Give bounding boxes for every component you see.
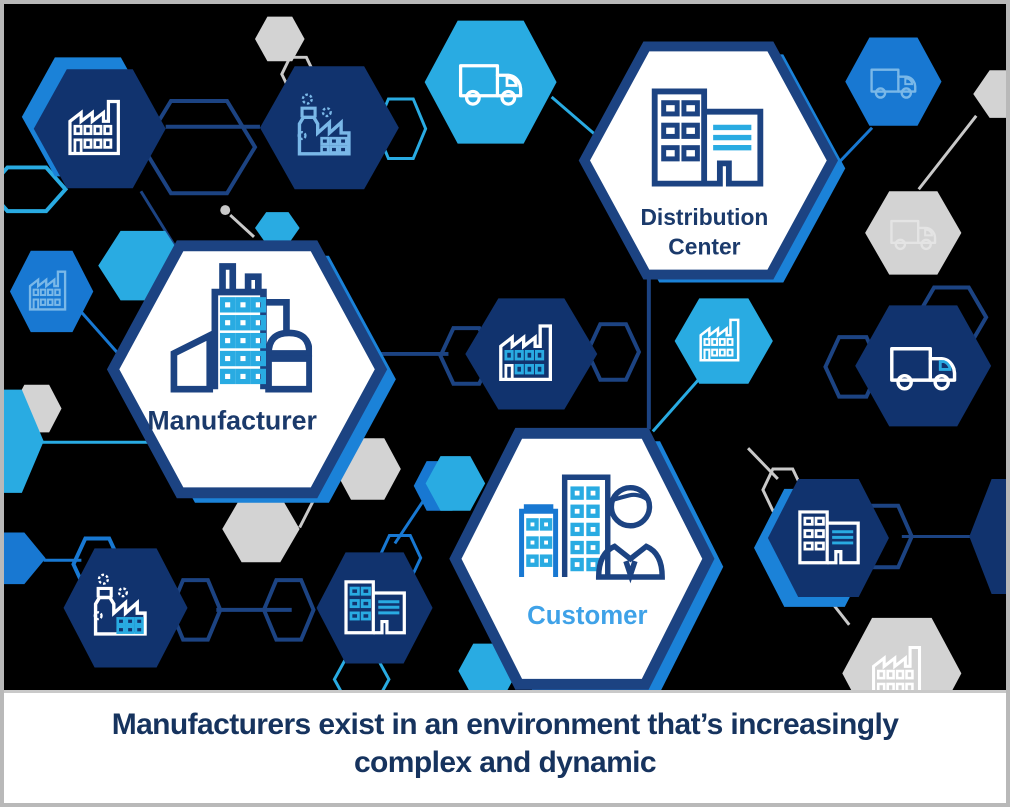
outline-hexagon: [823, 335, 883, 399]
hex-azure-edge: [4, 389, 44, 493]
hex-distribution-center-label: Center: [668, 234, 740, 260]
hex-truck-blue: [845, 37, 942, 126]
outline-hexagon: [438, 326, 495, 386]
caption-line-1: Manufacturers exist in an environment th…: [111, 708, 899, 741]
caption-line-2: complex and dynamic: [353, 746, 657, 779]
outline-hexagon: [4, 165, 69, 214]
hex-gray-small-top: [254, 16, 305, 62]
hex-gray-topright: [973, 70, 1006, 118]
outline-hexagon: [140, 98, 258, 196]
hex-blue-edge: [4, 532, 46, 585]
hex-gray-mid-1: [222, 495, 300, 563]
caption: Manufacturers exist in an environment th…: [4, 690, 1006, 803]
connector-line: [746, 447, 779, 480]
hex-azure-behind-cust: [425, 456, 486, 511]
hex-manufacturer-label: Manufacturer: [147, 405, 317, 435]
hex-truck-azure: [424, 20, 557, 144]
hex-truck-navy: [855, 305, 992, 427]
connector-line: [651, 378, 700, 433]
hex-truck-gray: [865, 191, 962, 275]
hex-distribution-center-label: Distribution: [640, 204, 768, 230]
connector-line: [139, 190, 176, 247]
connector-line: [229, 213, 256, 238]
outline-hexagon: [261, 578, 316, 642]
hex-distribution-center: [578, 41, 839, 280]
hex-azure-small: [254, 212, 300, 244]
connector-line: [917, 114, 978, 191]
connector-line: [74, 304, 123, 358]
hex-factory-gray-bottom: [842, 617, 962, 690]
hex-navy-rightedge: [969, 478, 1006, 595]
node-dot: [220, 205, 231, 216]
hex-customer-label: Customer: [527, 602, 647, 630]
